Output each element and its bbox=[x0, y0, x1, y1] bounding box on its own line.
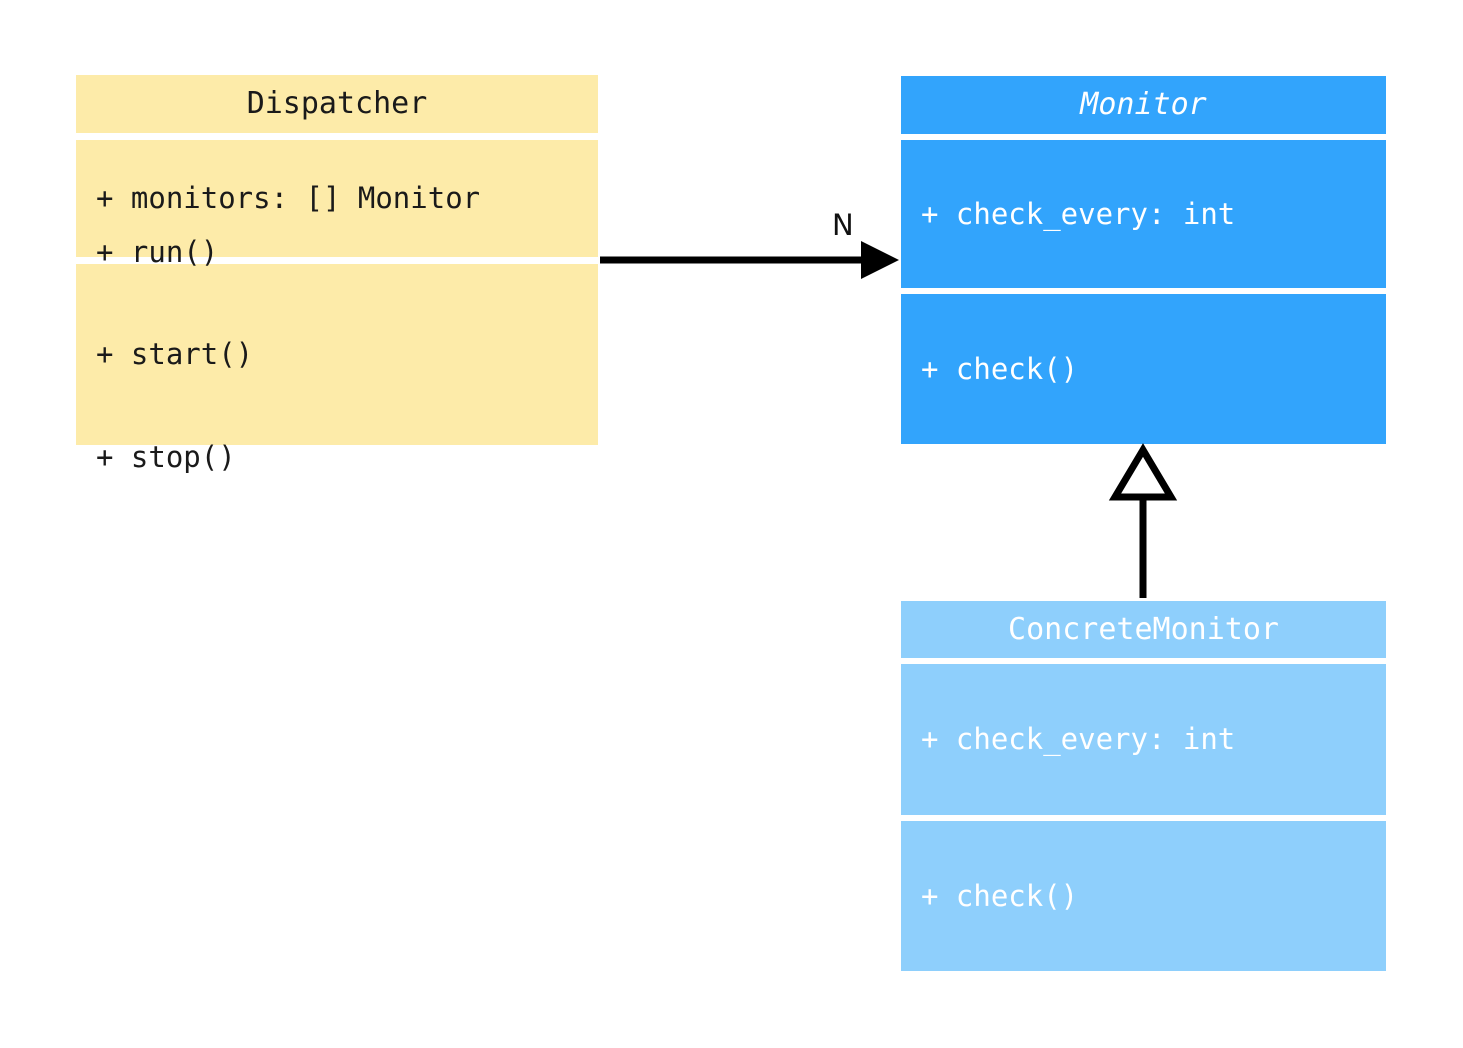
class-title-compartment-monitor: Monitor bbox=[901, 76, 1386, 134]
attribute-item: + monitors: [] Monitor bbox=[96, 181, 481, 216]
attribute-list: + check_every: int bbox=[901, 128, 1386, 299]
generalization-arrowhead-hollow-triangle-icon bbox=[1108, 443, 1178, 501]
class-attributes-compartment-dispatcher: + monitors: [] Monitor bbox=[76, 140, 598, 257]
method-item: + start() bbox=[96, 337, 254, 372]
attribute-item: + check_every: int bbox=[921, 196, 1236, 231]
association-multiplicity-label: N bbox=[832, 208, 854, 242]
class-title-compartment-concrete-monitor: ConcreteMonitor bbox=[901, 601, 1386, 658]
class-methods-compartment-concrete-monitor: + check() bbox=[901, 821, 1386, 971]
class-methods-compartment-monitor: + check() bbox=[901, 294, 1386, 444]
attribute-list: + check_every: int bbox=[901, 654, 1386, 825]
method-item: + check() bbox=[921, 351, 1079, 386]
generalization-concrete-monitor-monitor bbox=[1108, 443, 1178, 598]
class-title-dispatcher: Dispatcher bbox=[246, 86, 428, 121]
method-list: + check() bbox=[901, 283, 1386, 454]
class-attributes-compartment-concrete-monitor: + check_every: int bbox=[901, 664, 1386, 815]
class-title-compartment-dispatcher: Dispatcher bbox=[76, 75, 598, 133]
association-arrowhead-filled-triangle-icon bbox=[861, 241, 899, 279]
association-dispatcher-monitor bbox=[600, 241, 899, 279]
class-box-monitor[interactable]: Monitor + check_every: int + check() bbox=[901, 76, 1386, 444]
class-title-concrete-monitor: ConcreteMonitor bbox=[1008, 611, 1279, 647]
class-box-dispatcher[interactable]: Dispatcher + monitors: [] Monitor + run(… bbox=[76, 75, 598, 474]
attribute-list: + monitors: [] Monitor bbox=[76, 113, 598, 284]
class-title-monitor: Monitor bbox=[1080, 87, 1207, 122]
method-item: + stop() bbox=[96, 440, 236, 475]
attribute-item: + check_every: int bbox=[921, 722, 1236, 757]
method-list: + check() bbox=[901, 810, 1386, 981]
method-item: + run() bbox=[96, 234, 219, 269]
class-methods-compartment-dispatcher: + run() + start() + stop() bbox=[76, 235, 598, 474]
class-attributes-compartment-monitor: + check_every: int bbox=[901, 140, 1386, 288]
method-list: + run() + start() + stop() bbox=[76, 166, 598, 542]
class-box-concrete-monitor[interactable]: ConcreteMonitor + check_every: int + che… bbox=[901, 601, 1386, 971]
method-item: + check() bbox=[921, 878, 1079, 913]
